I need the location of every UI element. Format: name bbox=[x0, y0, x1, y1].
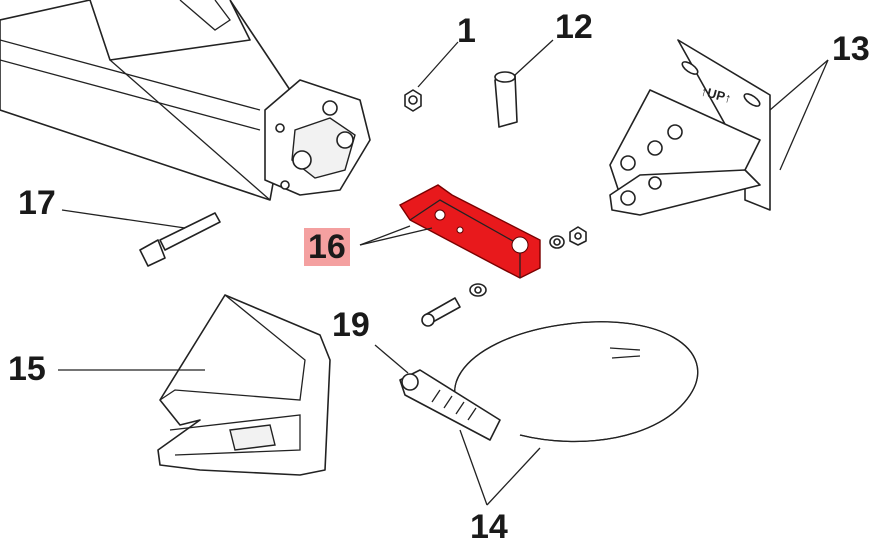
callout-12: 12 bbox=[555, 8, 593, 46]
callout-14: 14 bbox=[470, 508, 508, 546]
screw-and-washer bbox=[421, 283, 487, 327]
part-15-cover bbox=[58, 294, 331, 476]
part-12-anchor bbox=[494, 39, 554, 128]
part-16-connecting-arm bbox=[359, 184, 541, 279]
part-14-cable-assembly bbox=[374, 321, 699, 506]
callout-19: 19 bbox=[332, 306, 370, 344]
washer-and-nut bbox=[549, 226, 587, 249]
operator-motor-housing bbox=[0, 0, 371, 201]
callout-16-highlighted: 16 bbox=[304, 228, 350, 266]
callout-15: 15 bbox=[8, 350, 46, 388]
callout-13: 13 bbox=[832, 30, 870, 68]
callout-1: 1 bbox=[457, 12, 476, 50]
part-13-wall-bracket: ↑UP↑ bbox=[609, 39, 829, 216]
part-17-bolt bbox=[61, 209, 221, 267]
part-1-nut bbox=[404, 41, 459, 112]
callout-17: 17 bbox=[18, 184, 56, 222]
